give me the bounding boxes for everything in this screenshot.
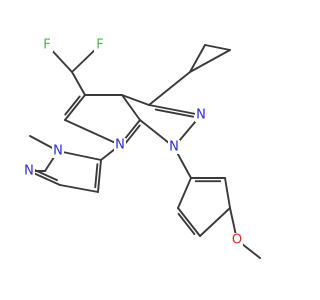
methoxy-oxygen: O bbox=[232, 233, 242, 248]
label-mask bbox=[41, 38, 53, 52]
fluorine-atom-left: F bbox=[43, 38, 50, 53]
double-bond-line bbox=[64, 95, 81, 116]
molecule-structure: F F N N N N N O bbox=[23, 38, 261, 259]
pyridine-nitrogen: N bbox=[115, 138, 125, 153]
bond-line bbox=[199, 207, 231, 237]
bond-line bbox=[64, 119, 121, 146]
bond-line bbox=[121, 94, 141, 121]
bond-line bbox=[204, 44, 231, 51]
bond-line bbox=[224, 177, 231, 209]
bond-line bbox=[57, 150, 102, 161]
fluorine-atom-right: F bbox=[96, 38, 103, 53]
bond-line bbox=[59, 184, 99, 193]
bond-line bbox=[189, 49, 231, 73]
bond-line bbox=[177, 177, 192, 209]
bond-line bbox=[177, 207, 201, 237]
pyrazole-nitrogen-n1: N bbox=[169, 140, 179, 155]
label-mask bbox=[23, 164, 35, 178]
pyrazole-nitrogen-n2: N bbox=[196, 108, 206, 123]
bond-line bbox=[97, 159, 102, 193]
bond-line bbox=[148, 71, 191, 106]
methylpyrazole-nitrogen-n1: N bbox=[53, 144, 63, 159]
label-mask bbox=[52, 144, 64, 158]
label-mask bbox=[168, 140, 180, 154]
double-bond-line bbox=[124, 124, 141, 145]
bond-line bbox=[189, 44, 206, 73]
double-bond-line bbox=[94, 163, 99, 189]
methylpyrazole-nitrogen-n2: N bbox=[24, 164, 34, 179]
label-mask bbox=[195, 108, 207, 122]
double-bond-line bbox=[33, 169, 58, 182]
bond-line bbox=[121, 94, 150, 106]
label-mask bbox=[114, 138, 126, 152]
bond-line bbox=[64, 94, 86, 121]
bond-line bbox=[148, 104, 202, 116]
double-bond-line bbox=[177, 212, 196, 236]
bond-line bbox=[71, 71, 86, 96]
label-mask bbox=[94, 38, 106, 52]
double-bond-line bbox=[154, 108, 195, 118]
label-mask bbox=[231, 233, 243, 247]
atom-label-layer: F F N N N N N O bbox=[23, 38, 243, 248]
